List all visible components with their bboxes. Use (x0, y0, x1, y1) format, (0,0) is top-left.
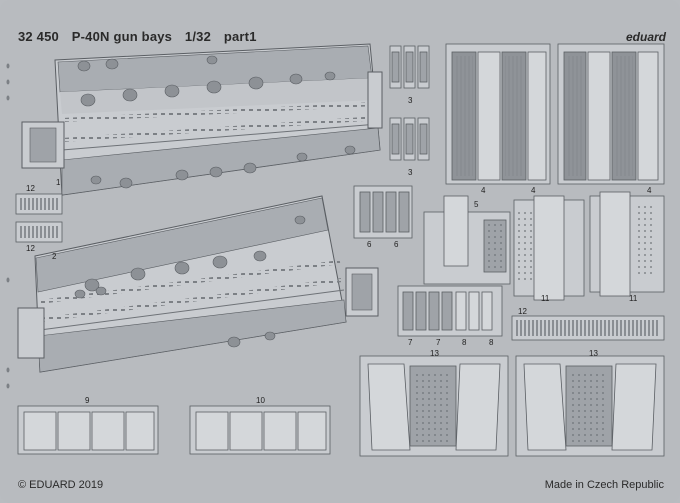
part-number-label: 8 (489, 338, 494, 347)
part-number-label: 7 (408, 338, 413, 347)
part-number-label: 7 (436, 338, 441, 347)
part-number-label: 10 (256, 396, 265, 405)
part-3-strips (389, 45, 430, 161)
part-2-gun-bay-lower (17, 195, 379, 373)
brand-logo: eduard (625, 30, 666, 44)
part-6 (353, 185, 413, 239)
part-number-label: 1 (56, 178, 61, 187)
part-number-label: 6 (367, 240, 372, 249)
part-number-label: 6 (394, 240, 399, 249)
part-4-trays (445, 43, 665, 185)
part-number-label: 4 (481, 186, 486, 195)
sprue-marks (6, 63, 10, 389)
kit-title: P-40N gun bays (71, 29, 173, 44)
part-5 (423, 195, 511, 285)
part-number-label: 11 (541, 294, 550, 303)
part-number-label: 12 (26, 244, 35, 253)
part-11 (513, 191, 665, 301)
part-number-label: 5 (474, 200, 479, 209)
part-number-label: 2 (52, 252, 57, 261)
part-12 (15, 193, 665, 341)
origin-text: Made in Czech Republic (544, 479, 664, 491)
part-number-label: 3 (408, 168, 413, 177)
part-13 (359, 355, 665, 457)
part-number-label: 13 (430, 349, 439, 358)
part-number-label: 3 (408, 96, 413, 105)
kit-number: 32 450 (18, 29, 59, 44)
part-number-label: 9 (85, 396, 90, 405)
part-7-8 (397, 285, 503, 337)
part-9-10 (17, 405, 331, 455)
part-number-label: 12 (518, 307, 527, 316)
copyright-text: © EDUARD 2019 (18, 479, 104, 491)
kit-scale: 1/32 (184, 29, 212, 44)
part-1-gun-bay-upper (21, 43, 383, 196)
part-number-label: 4 (531, 186, 536, 195)
sheet-header: 32 450 P-40N gun bays 1/32 part1 (18, 29, 266, 44)
part-number-label: 4 (647, 186, 652, 195)
part-number-label: 12 (26, 184, 35, 193)
kit-part: part1 (223, 29, 257, 44)
part-number-label: 11 (629, 294, 638, 303)
part-number-label: 8 (462, 338, 467, 347)
part-number-label: 13 (589, 349, 598, 358)
